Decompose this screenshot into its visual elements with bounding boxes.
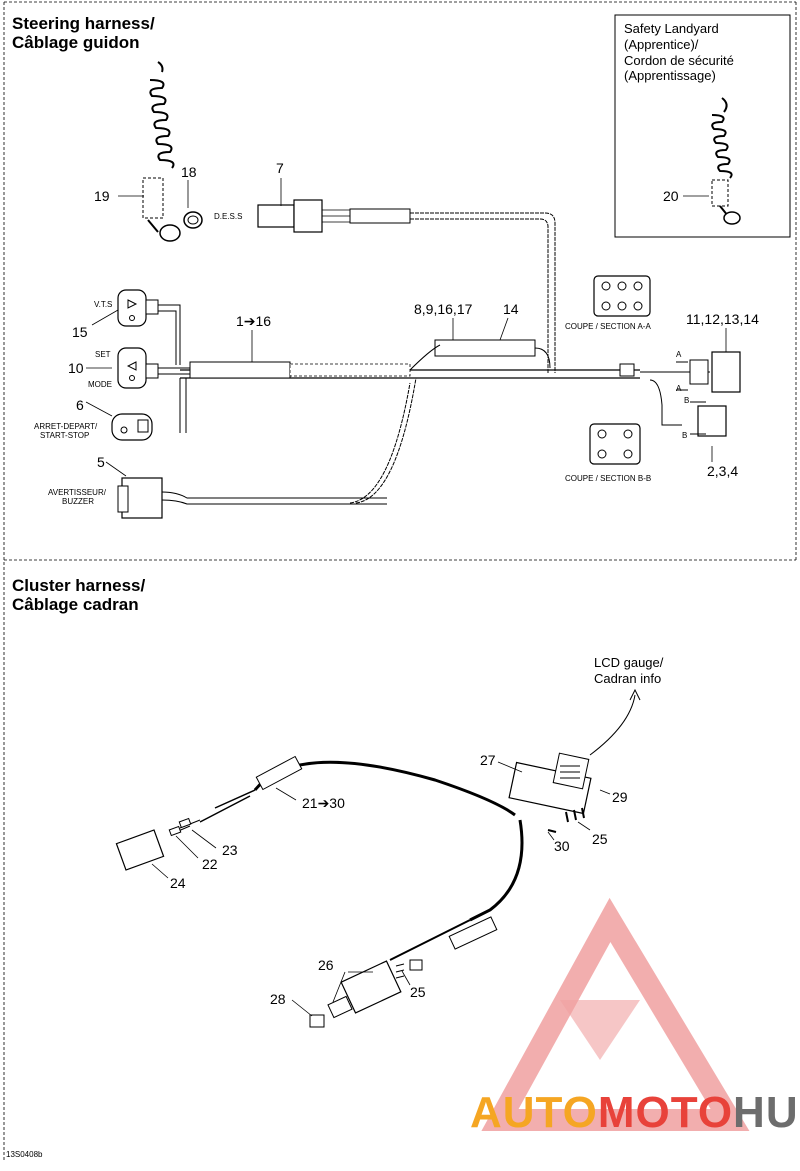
label-a-top: A: [676, 350, 682, 359]
landyard-line4: (Apprentissage): [624, 68, 716, 83]
callout-25b: 25: [410, 984, 426, 1000]
watermark-text: AUTOMOTOHUB: [470, 1088, 800, 1138]
callout-1-16: 1➔16: [236, 313, 272, 329]
callout-27: 27: [480, 752, 496, 768]
cluster-title-1: Cluster harness/: [12, 576, 146, 595]
lanyard-coil-20: [711, 97, 733, 217]
label-vts: V.T.S: [94, 300, 113, 309]
callout-20: 20: [663, 188, 679, 204]
callout-24: 24: [170, 875, 186, 891]
callout-18: 18: [181, 164, 197, 180]
label-29: [552, 752, 590, 790]
callout-23: 23: [222, 842, 238, 858]
watermark-moto: MOTO: [597, 1088, 734, 1137]
connector-26: [340, 960, 402, 1014]
label-a-bottom: A: [676, 384, 682, 393]
callout-7: 7: [276, 160, 284, 176]
callout-28: 28: [270, 991, 286, 1007]
landyard-box: [614, 14, 791, 238]
section-bb: [589, 423, 641, 465]
steering-title-2: Câblage guidon: [12, 33, 140, 52]
lanyard-coil-19: [142, 61, 175, 233]
label-startstop: START-STOP: [40, 431, 90, 440]
lcd-line2: Cadran info: [594, 671, 662, 686]
label-buzzer: BUZZER: [62, 497, 94, 506]
lanyard-cap: [159, 224, 181, 242]
callout-11-14: 11,12,13,14: [686, 311, 759, 327]
lcd-line1: LCD gauge/: [594, 655, 664, 670]
connector-24: [115, 829, 165, 871]
callout-15: 15: [72, 324, 88, 340]
callout-29: 29: [612, 789, 628, 805]
label-arret: ARRET-DEPART/: [34, 422, 98, 431]
callout-14: 14: [503, 301, 519, 317]
landyard-line2: (Apprentice)/: [624, 37, 699, 52]
seal-28: [309, 1014, 325, 1028]
callout-2-3-4: 2,3,4: [707, 463, 739, 479]
label-b-top: B: [684, 396, 690, 405]
landyard-line3: Cordon de sécurité: [624, 53, 734, 68]
label-b-bottom: B: [682, 431, 688, 440]
connector-2-3-4: [697, 405, 727, 437]
callout-5: 5: [97, 454, 105, 470]
callout-19: 19: [94, 188, 110, 204]
callout-6: 6: [76, 397, 84, 413]
steering-title-1: Steering harness/: [12, 14, 155, 33]
label-avertisseur: AVERTISSEUR/: [48, 488, 106, 497]
label-coupe-aa: COUPE / SECTION A-A: [565, 322, 651, 331]
label-dess: D.E.S.S: [214, 212, 243, 221]
watermark-hub: HUB: [733, 1088, 800, 1137]
label-set: SET: [95, 350, 111, 359]
callout-26: 26: [318, 957, 334, 973]
label-mode: MODE: [88, 380, 112, 389]
landyard-line1: Safety Landyard: [624, 21, 719, 36]
callout-10: 10: [68, 360, 84, 376]
label-coupe-bb: COUPE / SECTION B-B: [565, 474, 652, 483]
callout-8-9-16-17: 8,9,16,17: [414, 301, 473, 317]
section-aa: [593, 275, 651, 317]
cluster-title-2: Câblage cadran: [12, 595, 139, 614]
watermark-auto: AUTO: [470, 1088, 598, 1137]
footer-code: 13S0408b: [6, 1150, 43, 1159]
callout-22: 22: [202, 856, 218, 872]
callout-21-30: 21➔30: [302, 795, 345, 811]
callout-30: 30: [554, 838, 570, 854]
ring-18: [183, 211, 203, 229]
callout-25a: 25: [592, 831, 608, 847]
